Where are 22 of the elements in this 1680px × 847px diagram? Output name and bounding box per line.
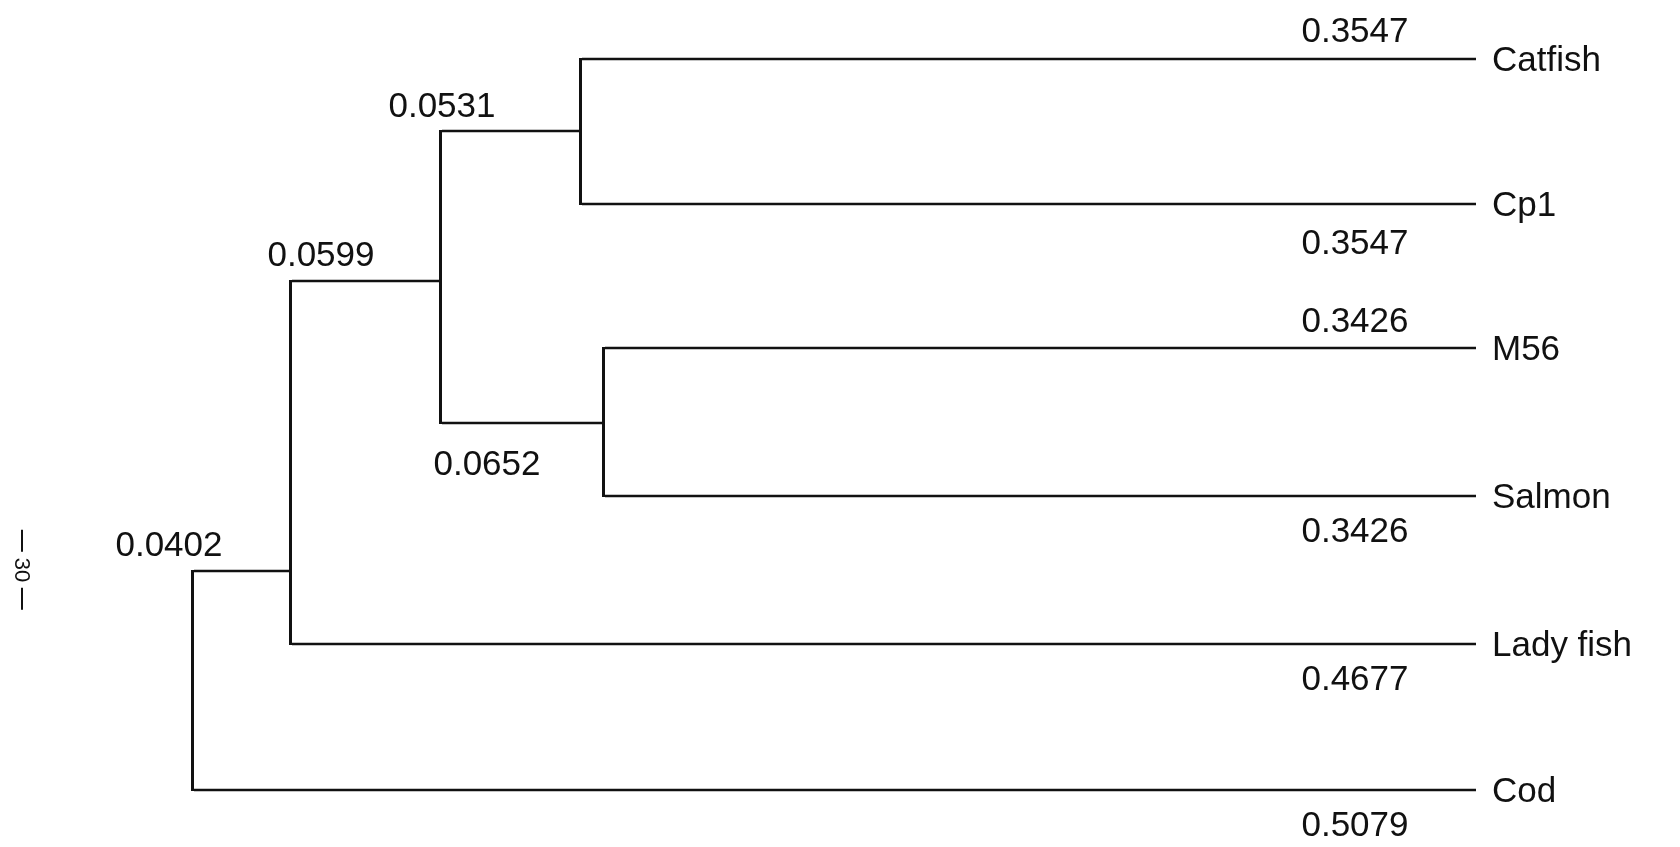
branch-line: [194, 788, 1476, 792]
branch-line: [442, 421, 602, 425]
taxon-label: Cp1: [1476, 184, 1557, 224]
branch-line: [605, 346, 1476, 350]
branch-line: [605, 494, 1476, 498]
branch-line: [582, 57, 1476, 61]
clade-bar: [602, 347, 605, 497]
clade-bar: [439, 130, 442, 424]
branch-line: [582, 202, 1476, 206]
taxon-label: Catfish: [1476, 39, 1601, 79]
clade-bar: [289, 280, 292, 645]
taxon-label: Lady fish: [1476, 624, 1633, 664]
taxon-label: M56: [1476, 328, 1561, 368]
branch-line: [292, 279, 439, 283]
clade-bar: [579, 58, 582, 205]
branch-line: [194, 569, 289, 573]
branch-line: [442, 129, 579, 133]
clade-bar: [191, 570, 194, 791]
taxon-label: Cod: [1476, 770, 1557, 810]
page-number: 30: [9, 529, 35, 611]
branch-line: [292, 642, 1476, 646]
taxon-label: Salmon: [1476, 476, 1611, 516]
